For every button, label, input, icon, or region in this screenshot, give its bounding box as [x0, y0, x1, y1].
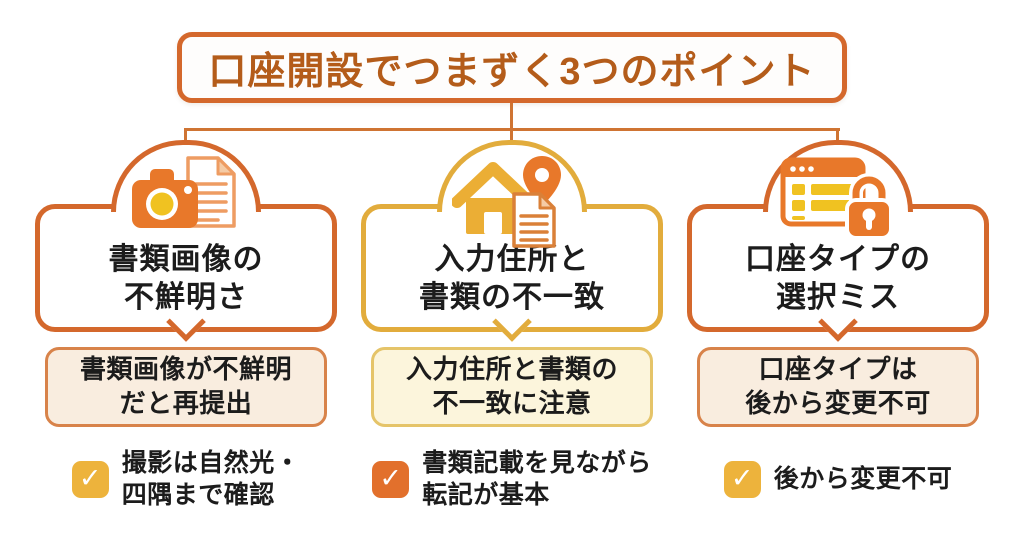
checkbox-icon: ✓ [723, 460, 761, 498]
checkmark-icon: ✓ [379, 462, 403, 493]
note-text: 入力住所と書類の 不一致に注意 [405, 354, 618, 418]
point-column-address-mismatch: 入力住所と 書類の不一致 入力住所と書類の 不一致 [361, 140, 663, 530]
camera-document-icon [126, 150, 246, 250]
check-item: ✓ 撮影は自然光・ 四隅まで確認 [35, 440, 337, 518]
checkmark-icon: ✓ [78, 462, 102, 493]
connector-horizontal [185, 128, 840, 131]
check-item: ✓ 後から変更不可 [687, 440, 989, 518]
browser-lock-icon [778, 150, 898, 250]
point-heading: 口座タイプの 選択ミス [745, 243, 931, 314]
note-text: 書類画像が不鮮明 だと再提出 [79, 354, 292, 418]
check-text: 書類記載を見ながら 転記が基本 [422, 448, 652, 510]
connector-vertical-left [184, 128, 187, 150]
check-text: 撮影は自然光・ 四隅まで確認 [121, 448, 301, 510]
note-box: 入力住所と書類の 不一致に注意 [371, 347, 653, 427]
connector-vertical-center [510, 103, 513, 149]
check-item: ✓ 書類記載を見ながら 転記が基本 [361, 440, 663, 518]
note-box: 書類画像が不鮮明 だと再提出 [45, 347, 327, 427]
note-box: 口座タイプは 後から変更不可 [697, 347, 979, 427]
check-text: 後から変更不可 [773, 464, 953, 493]
point-column-document-image: 書類画像の 不鮮明さ 書類画 [35, 140, 337, 530]
page-title: 口座開設でつまずく3つのポイント [177, 32, 847, 103]
house-pin-document-icon [451, 150, 572, 250]
checkmark-icon: ✓ [730, 462, 754, 493]
checkbox-icon: ✓ [71, 460, 109, 498]
point-column-account-type: 口座タイプの 選択ミス 口座タ [687, 140, 989, 530]
page-title-text: 口座開設でつまずく3つのポイント [208, 51, 816, 93]
point-heading: 入力住所と 書類の不一致 [419, 243, 605, 314]
checkbox-icon: ✓ [372, 460, 410, 498]
connector-vertical-right [836, 128, 839, 150]
note-text: 口座タイプは 後から変更不可 [745, 354, 931, 418]
